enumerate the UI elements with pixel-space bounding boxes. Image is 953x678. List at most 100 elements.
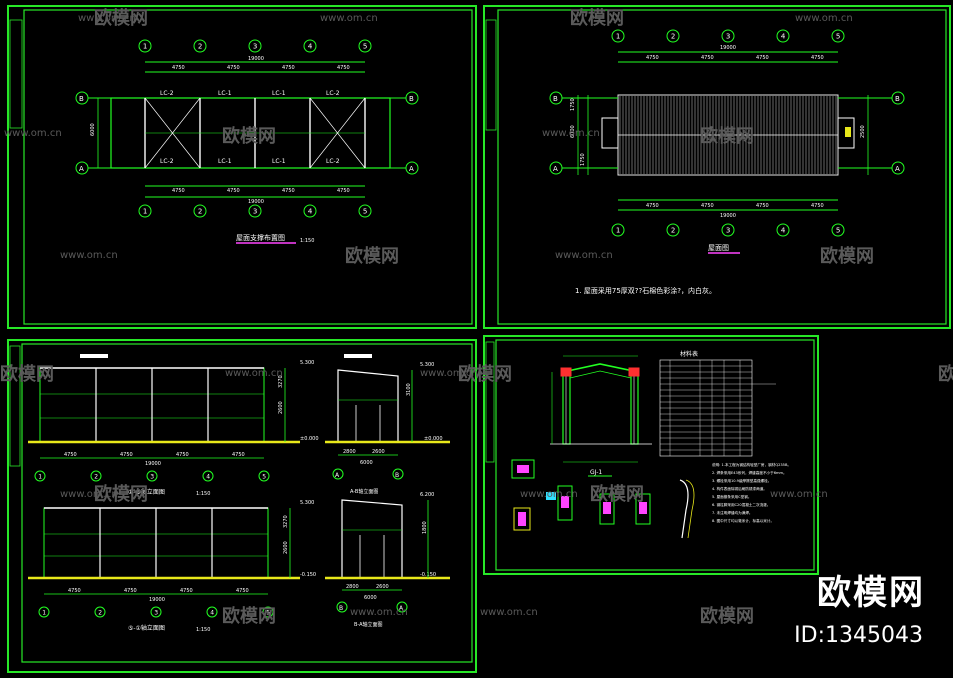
sheet-inner-frame [495, 339, 815, 571]
span-dim: 4750 [756, 203, 769, 209]
sheet-elevations: 5.300 ±0.000 3270 2600 4750 4750 4750 47… [7, 339, 477, 673]
span-dim: 4750 [756, 55, 769, 61]
grid-bubble [248, 39, 262, 53]
watermark-logo: 欧模网 [458, 363, 512, 385]
grid-bubble [611, 29, 625, 43]
grid-number: 4 [308, 208, 313, 216]
roof-note: 1. 屋面采用75厚双??石棉色彩涂?，内白灰。 [575, 286, 716, 295]
watermark-site: www.om.cn [480, 607, 538, 618]
watermark-site: www.om.cn [555, 250, 613, 261]
watermark-site: www.om.cn [542, 128, 600, 139]
watermark-site: www.om.cn [4, 128, 62, 139]
span-dim: 4750 [124, 588, 137, 594]
watermark-site: www.om.cn [770, 489, 828, 500]
brand-id: ID:1345043 [794, 623, 923, 648]
grid-bubble [202, 470, 214, 482]
note-line: 8. 图中尺寸均以毫米计，标高以米计。 [712, 518, 774, 523]
span-dim: 4750 [337, 65, 350, 71]
side-dim: 2800 [346, 584, 359, 590]
grid-number: 1 [616, 33, 620, 41]
width-dim: 6000 [570, 125, 576, 138]
grid-bubble [193, 204, 207, 218]
watermark-logo: 欧模网 [345, 245, 399, 267]
watermark-site: www.om.cn [225, 368, 283, 379]
grid-bubble [831, 223, 845, 237]
grid-number: 2 [94, 473, 98, 480]
watermark-site: www.om.cn [60, 250, 118, 261]
grid-bubble [146, 470, 158, 482]
watermark-logo: 欧模网 [570, 7, 624, 29]
watermark-site: www.om.cn [78, 13, 136, 24]
watermark-logo: 欧模网 [820, 245, 874, 267]
note-line: 2. 焊条采用E43系列，焊缝高度不小于6mm。 [712, 470, 787, 475]
grid-number: 3 [253, 43, 257, 51]
level-mark: ±0.000 [300, 436, 319, 442]
grid-bubble [150, 606, 162, 618]
grid-bubble [262, 606, 274, 618]
sheet-frame [483, 5, 951, 329]
axis-a-label: A [895, 165, 900, 173]
elevation-label: ⑤-①轴立面图 [128, 624, 165, 632]
width-dim: 6000 [364, 595, 377, 601]
watermark-site: www.om.cn [520, 489, 578, 500]
span-dim: 4750 [236, 588, 249, 594]
height-dim: 2600 [283, 541, 289, 554]
half-dim: 2500 [860, 125, 866, 138]
note-line: 7. 未注明焊缝均为满焊。 [712, 510, 753, 515]
level-mark: 5.300 [300, 500, 314, 506]
grid-number: 2 [198, 43, 202, 51]
side-dim: 2600 [372, 449, 385, 455]
total-dim: 19000 [149, 597, 165, 603]
axis-b-label: B [895, 95, 900, 103]
grid-bubble [138, 204, 152, 218]
grid-bubble [193, 39, 207, 53]
sheet-frame-details: GJ-1 材料表 说明: 1.本工程为钢结构轻型厂房，钢材Q235B。2. 焊条… [483, 335, 819, 575]
watermark-logo: 欧模网 [222, 605, 276, 627]
height-dim: 2600 [278, 401, 284, 414]
height-dim: 3100 [406, 383, 412, 396]
axis-a-label: A [335, 472, 340, 479]
grid-bubble [90, 470, 102, 482]
span-dim: 4750 [282, 65, 295, 71]
grid-number: 4 [308, 43, 313, 51]
span-dim: 4750 [180, 588, 193, 594]
grid-number: 2 [671, 227, 675, 235]
span-dim: 4750 [172, 65, 185, 71]
span-dim: 4750 [120, 452, 133, 458]
watermark-logo: 欧模网 [938, 363, 953, 385]
watermark-site: www.om.cn [350, 607, 408, 618]
sheet-inner-frame [23, 9, 473, 325]
drawing-scale: 1:150 [300, 238, 314, 244]
axis-a-label: A [399, 605, 404, 612]
watermark-logo: 欧模网 [700, 605, 754, 627]
grid-bubble [666, 223, 680, 237]
sheet-inner-frame [497, 9, 947, 325]
watermark-site: www.om.cn [60, 489, 118, 500]
brace-label: LC-1 [272, 90, 286, 97]
total-dim: 19000 [248, 56, 264, 62]
drawing-title: 屋面支撑布置图 [236, 233, 285, 242]
grid-number: 4 [206, 473, 210, 480]
axis-b-label: B [79, 95, 84, 103]
span-dim: 4750 [68, 588, 81, 594]
grid-number: 4 [781, 227, 786, 235]
grid-number: 1 [42, 609, 46, 616]
span-dim: 4750 [701, 55, 714, 61]
grid-bubble [721, 29, 735, 43]
note-line: 6. 钢柱脚采用C20混凝土二次浇灌。 [712, 502, 770, 507]
span-dim: 4750 [811, 203, 824, 209]
span-dim: 4750 [811, 55, 824, 61]
grid-number: 3 [253, 208, 257, 216]
drawing-scale: 1:150 [196, 491, 210, 497]
axis-b-label: B [395, 472, 399, 479]
grid-number: 5 [836, 33, 840, 41]
half-dim: 1750 [580, 153, 586, 166]
axis-a-label: A [79, 165, 84, 173]
gutter [601, 117, 619, 149]
watermark-logo: 欧模网 [94, 7, 148, 29]
grid-bubble [358, 39, 372, 53]
